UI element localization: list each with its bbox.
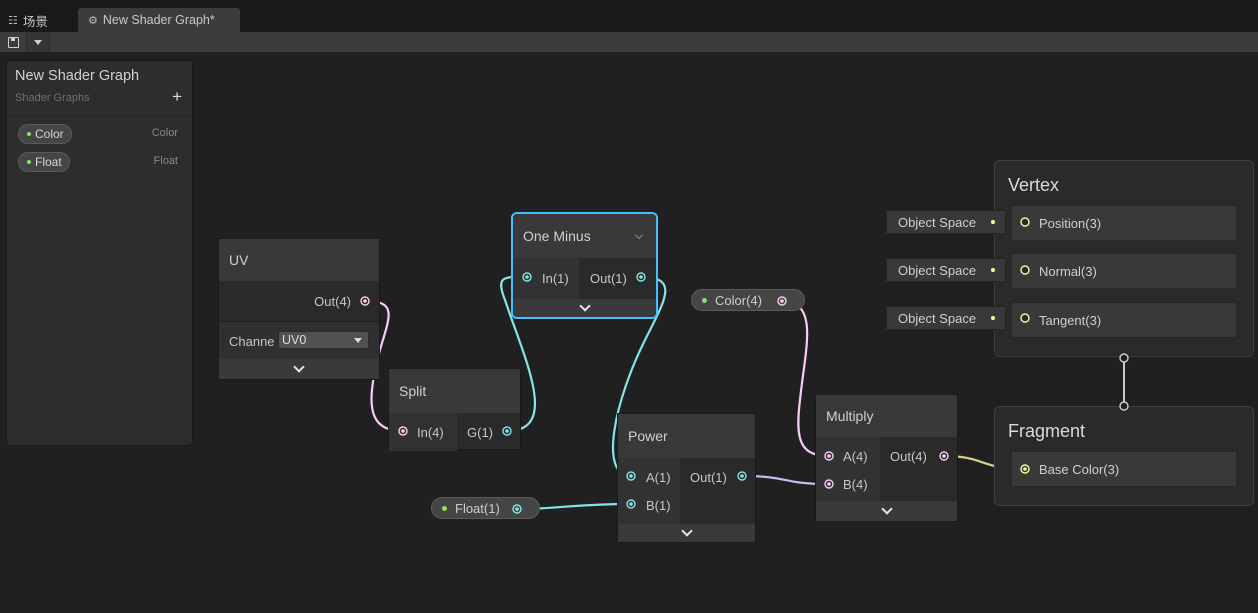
blackboard-subtitle: Shader Graphs <box>15 92 90 104</box>
uv-channel-label: Channe <box>229 334 275 349</box>
save-icon <box>7 36 19 48</box>
tab-scene[interactable]: ☷ 场景 <box>8 8 48 32</box>
uv-channel-dropdown[interactable]: UV0 <box>278 331 369 349</box>
power-node[interactable]: Power A(1) B(1) Out(1) <box>617 413 756 543</box>
space-label: Object Space <box>898 310 977 326</box>
split-out-label: G(1) <box>467 425 493 440</box>
property-dot-icon <box>442 505 447 511</box>
space-label: Object Space <box>898 262 977 278</box>
uv-controls: Channe UV0 <box>219 321 379 360</box>
slot-label: Normal(3) <box>1039 264 1097 279</box>
fragment-slot-base-color[interactable]: Base Color(3) <box>1011 451 1237 487</box>
blackboard-divider <box>7 115 192 116</box>
power-a-label: A(1) <box>646 470 671 485</box>
one-minus-node-title[interactable]: One Minus <box>513 214 656 258</box>
one-minus-out-label: Out(1) <box>590 271 627 286</box>
tab-scene-label: 场景 <box>22 14 48 29</box>
power-out-label: Out(1) <box>690 470 727 485</box>
uv-out-label: Out(4) <box>314 294 351 309</box>
property-pill-float[interactable]: Float <box>18 152 70 172</box>
save-dropdown-button[interactable] <box>26 32 50 52</box>
chevron-down-icon <box>680 525 693 537</box>
grid-icon: ☷ <box>8 14 18 27</box>
property-dot-icon <box>27 160 31 164</box>
chevron-down-icon <box>578 300 591 312</box>
fragment-context-title: Fragment <box>1008 421 1086 441</box>
property-dot-icon <box>702 297 707 303</box>
multiply-out-label: Out(4) <box>890 449 927 464</box>
fragment-context[interactable]: Fragment Base Color(3) <box>994 406 1254 506</box>
multiply-node-title[interactable]: Multiply <box>816 395 957 437</box>
uv-expand-button[interactable] <box>219 359 379 379</box>
split-node-title[interactable]: Split <box>389 369 520 413</box>
tab-shader-graph-label: New Shader Graph* <box>102 13 215 27</box>
vertex-slot-normal[interactable]: Normal(3) <box>1011 253 1237 289</box>
power-expand-button[interactable] <box>618 524 755 542</box>
multiply-a-label: A(4) <box>843 449 868 464</box>
tab-bar: ☷ 场景 ⚙ New Shader Graph* <box>0 0 1258 32</box>
color-property-label: Color(4) <box>715 292 762 308</box>
vertex-slot-tangent[interactable]: Tangent(3) <box>1011 302 1237 338</box>
property-dot-icon <box>27 132 31 136</box>
power-inputs <box>618 458 680 524</box>
property-name: Color <box>35 127 64 141</box>
property-name: Float <box>35 155 62 169</box>
float-property-label: Float(1) <box>455 500 500 516</box>
space-pill-normal[interactable]: Object Space <box>886 258 1006 282</box>
chevron-down-icon <box>293 361 305 373</box>
split-node[interactable]: Split In(4) G(1) <box>388 368 521 451</box>
one-minus-node[interactable]: One Minus In(1) Out(1) <box>511 212 658 319</box>
shader-graph-icon: ⚙ <box>88 14 98 27</box>
multiply-b-label: B(4) <box>843 477 868 492</box>
multiply-expand-button[interactable] <box>816 501 957 521</box>
dropdown-arrow-icon <box>34 39 42 45</box>
uv-channel-value: UV0 <box>282 333 307 347</box>
uv-node[interactable]: UV Out(4) Channe UV0 <box>218 238 380 380</box>
vertex-context[interactable]: Vertex Position(3) Normal(3) Tangent(3) <box>994 160 1254 357</box>
dropdown-arrow-icon <box>354 338 362 343</box>
slot-label: Tangent(3) <box>1039 313 1102 328</box>
add-property-button[interactable]: + <box>172 87 182 106</box>
chevron-down-icon <box>880 503 893 515</box>
property-pill-color[interactable]: Color <box>18 124 72 144</box>
slot-label: Position(3) <box>1039 216 1102 231</box>
save-button[interactable] <box>2 32 24 52</box>
toolbar <box>0 32 1258 53</box>
split-in-label: In(4) <box>417 425 444 440</box>
power-node-title[interactable]: Power <box>618 414 755 458</box>
vertex-context-title: Vertex <box>1008 175 1060 195</box>
space-label: Object Space <box>898 214 977 230</box>
blackboard-panel: New Shader Graph Shader Graphs + Color C… <box>6 60 193 446</box>
one-minus-in-label: In(1) <box>542 271 569 286</box>
space-pill-position[interactable]: Object Space <box>886 210 1006 234</box>
vertex-slot-position[interactable]: Position(3) <box>1011 205 1237 241</box>
multiply-node[interactable]: Multiply A(4) B(4) Out(4) <box>815 394 958 522</box>
tab-shader-graph[interactable]: ⚙ New Shader Graph* <box>78 8 240 32</box>
multiply-inputs <box>816 437 880 503</box>
color-property-node[interactable]: Color(4) <box>691 289 805 311</box>
float-property-node[interactable]: Float(1) <box>431 497 540 519</box>
blackboard-title: New Shader Graph <box>15 68 140 84</box>
slot-label: Base Color(3) <box>1039 462 1120 477</box>
space-pill-tangent[interactable]: Object Space <box>886 306 1006 330</box>
property-type: Float <box>153 155 178 167</box>
property-type: Color <box>151 127 178 139</box>
uv-node-title[interactable]: UV <box>219 239 379 281</box>
power-b-label: B(1) <box>646 498 671 513</box>
one-minus-expand-button[interactable] <box>513 299 656 317</box>
